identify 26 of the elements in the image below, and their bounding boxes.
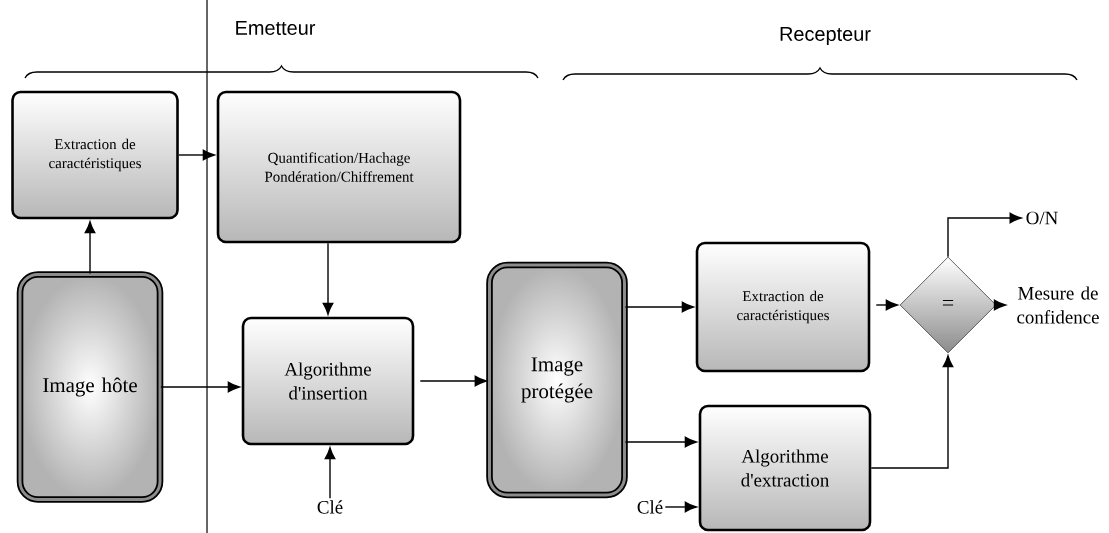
key-label: Clé bbox=[637, 500, 663, 514]
process-box: Quantification/Hachage Pondération/Chiffrement bbox=[216, 90, 462, 244]
arrow bbox=[178, 149, 215, 161]
process-box: Algorithme d'insertion bbox=[241, 316, 415, 446]
process-box: Extraction de caractéristiques bbox=[11, 90, 179, 220]
image-box: Image protégée bbox=[486, 261, 628, 499]
arrow bbox=[624, 436, 697, 448]
process-box: Extraction de caractéristiques bbox=[695, 241, 871, 373]
section-label: Emetteur bbox=[236, 21, 316, 35]
output-label: O/N bbox=[1026, 211, 1058, 225]
output-label: Mesure de confidence bbox=[1017, 286, 1099, 324]
arrow bbox=[870, 355, 954, 469]
arrow bbox=[322, 242, 334, 315]
arrow bbox=[160, 381, 240, 393]
arrow bbox=[419, 375, 487, 387]
arrow bbox=[84, 221, 96, 275]
arrow bbox=[624, 301, 694, 313]
key-label: Clé bbox=[317, 500, 343, 514]
section-label: Recepteur bbox=[780, 27, 871, 45]
arrow bbox=[993, 299, 1006, 311]
process-box: Algorithme d'extraction bbox=[698, 404, 872, 532]
image-box: Image hôte bbox=[16, 271, 164, 503]
arrow bbox=[875, 299, 898, 311]
arrow bbox=[947, 212, 1022, 258]
arrow bbox=[324, 447, 336, 499]
arrow bbox=[664, 501, 697, 513]
